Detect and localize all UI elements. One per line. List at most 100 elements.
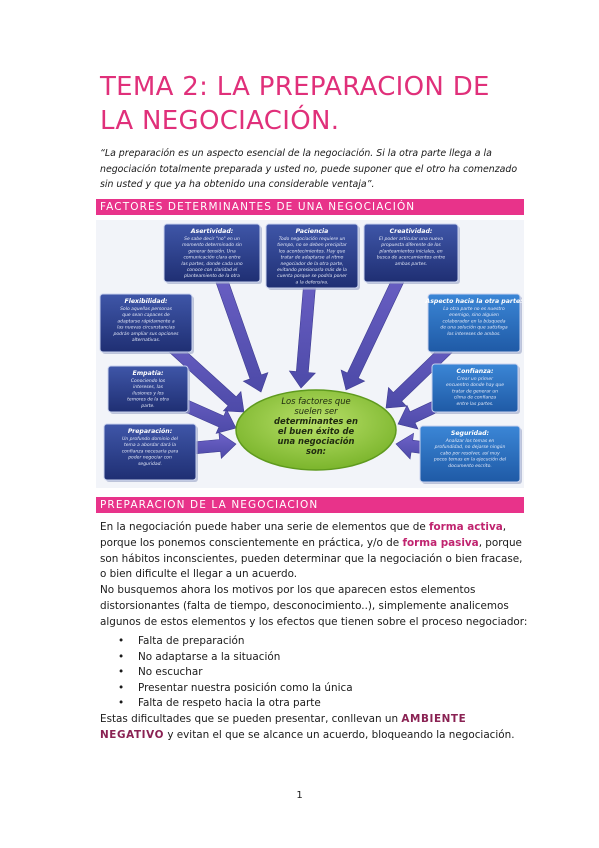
factor-box-line: ambas partes.	[395, 261, 427, 267]
factor-box-title: Preparación:	[128, 427, 172, 435]
factor-box-line: los acontecimientos. Hay que	[279, 248, 346, 254]
center-text-line: Los factores que	[281, 396, 350, 406]
factor-box-line: tema a abordar dará la	[124, 441, 176, 448]
factor-box: Preparación:Un profundo dominio deltema …	[103, 423, 198, 482]
factor-box-line: busca de acercamientos entre	[377, 255, 446, 261]
factor-box-line: seguridad.	[138, 461, 162, 467]
para3-text-before: Estas dificultades que se pueden present…	[100, 713, 402, 725]
list-item-text: Falta de preparación	[138, 635, 245, 647]
highlight-forma-activa: forma activa	[429, 521, 503, 533]
factors-diagram: Asertividad:Se sabe decir "no" en unmome…	[96, 220, 524, 488]
factor-box-rect	[103, 423, 197, 481]
list-item-text: Presentar nuestra posición como la única	[138, 681, 353, 694]
factor-box-rect	[99, 293, 193, 353]
list-item: •No adaptarse a la situación	[118, 650, 353, 666]
factor-box-line: documento escrito.	[448, 463, 492, 469]
factor-box-title: Confianza:	[457, 368, 494, 375]
factor-box-title: Seguridad:	[451, 430, 489, 437]
factor-box-line: podrán ampliar sus opciones	[113, 330, 180, 337]
factor-box-line: alternativas.	[132, 337, 160, 343]
para1-text-mid: , porque los ponemos conscientemente en …	[100, 521, 507, 549]
list-item: • No escuchar	[118, 665, 353, 681]
highlight-ambiente-negativo: AMBIENTE NEGATIVO	[100, 713, 467, 741]
factor-box-title: Flexibilidad:	[125, 298, 168, 305]
factor-box-line: momento determinado sin	[182, 242, 242, 248]
factor-box-line: Conociendo los	[131, 378, 166, 384]
center-text-line: una negociación	[278, 436, 355, 446]
factor-box-line: Un profundo dominio del	[122, 436, 179, 442]
para1-text-before: En la negociación puede haber una serie …	[100, 521, 430, 533]
factor-box-line: Se sabe decir "no" en un	[184, 236, 240, 242]
para1-text-after: , porque son hábitos inconscientes, pued…	[100, 536, 523, 581]
factor-box-line: cabo por resolver, así muy	[440, 449, 500, 456]
factor-box-title: Paciencia	[296, 228, 329, 235]
factor-box-line: Todo negociación requiere un	[279, 235, 346, 242]
factor-box-line: enemigo, sino alguien	[449, 312, 499, 318]
page-number: 1	[296, 790, 303, 801]
list-item: •Presentar nuestra posición como la únic…	[118, 681, 353, 697]
paragraph-dificultades: Estas dificultades que se pueden present…	[100, 712, 530, 744]
list-item-text: No adaptarse a la situación	[138, 650, 281, 663]
para3-text-after: y evitan el que se alcance un acuerdo, b…	[164, 728, 515, 741]
factor-box-line: los intereses de ambos.	[447, 331, 501, 337]
factor-box-line: encuentro donde hay que	[446, 382, 504, 388]
factor-box-title: Aspecto hacia la otra parte:	[424, 297, 522, 305]
bullet-icon: •	[118, 697, 125, 710]
factor-box-line: conoce con claridad el	[187, 267, 238, 273]
factor-box-line: adaptarse rápidamente a	[117, 317, 174, 324]
factor-box: Aspecto hacia la otra parte:La otra part…	[424, 293, 523, 354]
page-title: TEMA 2: LA PREPARACION DE LA NEGOCIACIÓN…	[100, 72, 490, 136]
factor-box-line: profundidad, no dejarse ningún	[434, 443, 506, 450]
factor-box-line: tiempo, no se deben precipitar	[277, 242, 348, 248]
factor-box-line: tratar de generar un	[452, 388, 498, 394]
diagram-boxes: Asertividad:Se sabe decir "no" en unmome…	[99, 223, 523, 484]
factor-box-rect	[363, 223, 459, 283]
factor-box-line: planteamiento de la otra	[183, 273, 240, 279]
factor-box-line: las nuevas circunstancias	[117, 325, 175, 331]
section-heading-factores: FACTORES DETERMINANTES DE UNA NEGOCIACIÓ…	[96, 199, 524, 215]
factor-box-line: temores de la otra	[127, 397, 169, 403]
paragraph-elementos: En la negociación puede haber una serie …	[100, 520, 530, 583]
factor-box-line: comunicación clara entre	[183, 254, 240, 261]
factor-box-rect	[163, 223, 261, 283]
center-text-line: el buen éxito de	[278, 426, 355, 436]
bullet-icon: •	[118, 666, 125, 679]
factor-box-line: colaborador en la búsqueda	[443, 317, 506, 324]
intro-quote: “La preparación es un aspecto esencial d…	[100, 148, 518, 191]
factor-box-line: Analizar los temas en	[445, 438, 495, 444]
factor-box-line: evitando presionarla más de la	[277, 266, 347, 273]
factor-box-line: El poder articular una nueva	[379, 236, 443, 242]
center-ellipse	[235, 389, 397, 471]
factor-box-title: Creatividad:	[390, 227, 433, 235]
center-text-line: suelen ser	[294, 406, 338, 416]
factor-box: Asertividad:Se sabe decir "no" en unmome…	[163, 223, 262, 284]
factor-box-line: las partes, donde cada uno	[181, 261, 242, 267]
factor-box-rect	[431, 363, 519, 413]
factor-box-line: intereses, las	[133, 384, 164, 390]
list-item-text: Falta de respeto hacia la otra parte	[138, 697, 321, 710]
factor-box-rect	[427, 293, 521, 353]
factor-box-line: confianza necesaria para	[122, 448, 179, 454]
center-text-line: son:	[306, 446, 326, 456]
factor-box-line: propuesta diferente de los	[380, 242, 441, 248]
list-item: •Falta de preparación	[118, 634, 353, 650]
factor-box-line: pocos temas en la ejecución del	[433, 456, 507, 463]
factor-box-line: parte.	[140, 403, 154, 409]
list-item: • Falta de respeto hacia la otra parte	[118, 696, 353, 712]
factor-box-line: Solo aquellas personas	[120, 306, 172, 312]
factor-box: Creatividad:El poder articular una nueva…	[363, 223, 460, 284]
bullet-list: •Falta de preparación •No adaptarse a la…	[118, 634, 353, 712]
factor-box-line: que sean capaces de	[122, 312, 170, 318]
factor-box-line: poder negociar con	[127, 455, 172, 461]
factor-box-line: a la defensiva.	[296, 279, 329, 285]
factor-box-line: tratar de adaptarse al ritmo	[281, 255, 344, 261]
factor-box-line: de una solución que satisfaga	[440, 324, 507, 331]
factor-box-line: planteamientos iniciales, en	[378, 248, 442, 254]
list-item-text: No escuchar	[138, 666, 203, 679]
factor-box: Seguridad:Analizar los temas enprofundid…	[419, 425, 522, 484]
